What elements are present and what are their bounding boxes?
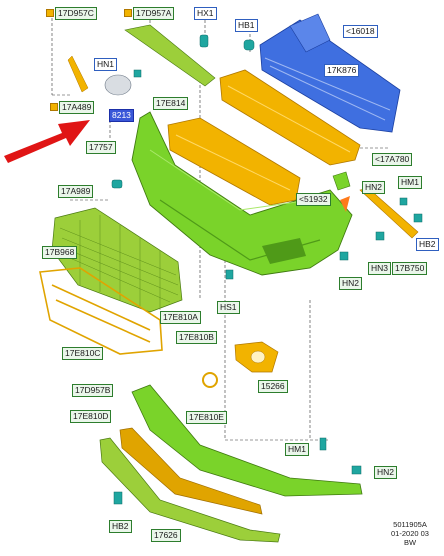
side-bracket bbox=[359, 187, 419, 239]
label-HS1[interactable]: HS1 bbox=[217, 301, 240, 314]
label-HB2-lower[interactable]: HB2 bbox=[109, 520, 132, 533]
label-17E810C[interactable]: 17E810C bbox=[62, 347, 104, 360]
label-HN2-middle[interactable]: HN2 bbox=[339, 277, 363, 290]
label-17K876[interactable]: 17K876 bbox=[324, 64, 360, 77]
bumper-cover bbox=[131, 111, 353, 276]
highlight-arrow bbox=[4, 120, 90, 163]
label-HM1-upper[interactable]: HM1 bbox=[398, 176, 422, 189]
label-17D957B[interactable]: 17D957B bbox=[72, 384, 114, 397]
label-17E814[interactable]: 17E814 bbox=[153, 97, 189, 110]
impact-absorber bbox=[219, 69, 361, 166]
label-17B750[interactable]: 17B750 bbox=[392, 262, 428, 275]
label-HX1[interactable]: HX1 bbox=[194, 7, 217, 20]
side-strip bbox=[67, 55, 89, 93]
fasteners bbox=[111, 34, 423, 505]
lower-lip bbox=[119, 427, 263, 515]
label-8213-selected[interactable]: 8213 bbox=[109, 109, 134, 122]
label-17757[interactable]: 17757 bbox=[86, 141, 116, 154]
label-HB2-upper[interactable]: HB2 bbox=[416, 238, 439, 251]
label-17B968[interactable]: 17B968 bbox=[42, 246, 78, 259]
label-17626[interactable]: 17626 bbox=[151, 529, 181, 542]
diagram-footer: 5011905A 01-2020 03 BW bbox=[380, 520, 440, 547]
label-16018[interactable]: <16018 bbox=[343, 25, 378, 38]
label-HN1[interactable]: HN1 bbox=[94, 58, 118, 71]
label-15266[interactable]: 15266 bbox=[258, 380, 288, 393]
label-17E810B[interactable]: 17E810B bbox=[176, 331, 217, 344]
label-HN2-lower[interactable]: HN2 bbox=[374, 466, 398, 479]
grille-frame bbox=[39, 267, 163, 355]
diagram-date: 01-2020 03 bbox=[391, 529, 429, 538]
lower-spoiler bbox=[131, 384, 363, 497]
label-17E810E[interactable]: 17E810E bbox=[186, 411, 227, 424]
label-HM1-lower[interactable]: HM1 bbox=[285, 443, 309, 456]
label-marker bbox=[124, 9, 132, 17]
bottom-strip bbox=[99, 437, 281, 543]
grille bbox=[51, 207, 183, 313]
label-17A780[interactable]: <17A780 bbox=[372, 153, 413, 166]
label-17A989[interactable]: 17A989 bbox=[58, 185, 94, 198]
emblem-cap bbox=[104, 74, 132, 96]
label-marker bbox=[46, 9, 54, 17]
fog-ring bbox=[202, 372, 218, 388]
diagram-initials: BW bbox=[403, 538, 417, 547]
label-51932[interactable]: <51932 bbox=[296, 193, 331, 206]
label-17D957C[interactable]: 17D957C bbox=[55, 7, 97, 20]
label-HB1[interactable]: HB1 bbox=[235, 19, 258, 32]
label-HN3[interactable]: HN3 bbox=[368, 262, 392, 275]
upper-strip bbox=[124, 24, 216, 87]
label-HN2-upper[interactable]: HN2 bbox=[362, 181, 386, 194]
label-marker bbox=[50, 103, 58, 111]
diagram-code: 5011905A bbox=[393, 520, 427, 529]
label-17E810D[interactable]: 17E810D bbox=[70, 410, 112, 423]
label-17E810A[interactable]: 17E810A bbox=[160, 311, 201, 324]
label-17D957A[interactable]: 17D957A bbox=[133, 7, 175, 20]
label-17A489[interactable]: 17A489 bbox=[59, 101, 95, 114]
